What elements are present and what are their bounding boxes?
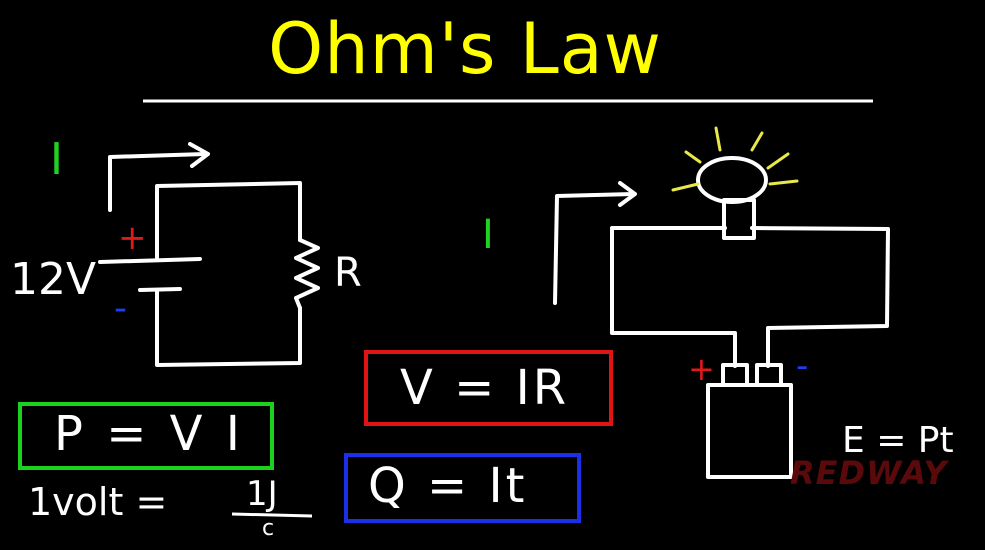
ohm-formula: V = IR [400, 360, 570, 416]
power-formula: P = V I [54, 406, 244, 462]
left-bottom-wire [155, 288, 302, 367]
volt-denominator: c [262, 516, 275, 541]
bulb-base [722, 198, 756, 240]
right-minus-sign: - [796, 346, 809, 386]
ohm-formula-box [364, 350, 613, 426]
left-circuit [98, 142, 320, 367]
battery-short-plate [138, 287, 182, 292]
battery-body [706, 383, 793, 479]
bulb-rays [671, 126, 799, 192]
left-current-label: I [50, 134, 63, 185]
right-plus-sign: + [688, 350, 715, 388]
charge-formula: Q = It [368, 458, 528, 514]
voltage-label: 12V [10, 254, 97, 305]
watermark-logo: REDWAY [790, 454, 948, 492]
power-formula-box [18, 402, 274, 470]
right-current-arrow [553, 192, 635, 305]
right-left-wire [610, 226, 737, 368]
battery-terminal-right [755, 363, 783, 387]
bulb-globe [696, 156, 768, 204]
fraction-bar [231, 512, 313, 518]
charge-formula-box [344, 453, 581, 523]
energy-formula: E = Pt [842, 420, 954, 461]
volt-definition: 1volt = [28, 480, 168, 524]
page-title: Ohm's Law [268, 8, 662, 90]
volt-numerator: 1J [246, 474, 278, 514]
right-current-arrowhead [618, 181, 637, 207]
right-current-label: I [482, 212, 494, 258]
right-circuit [553, 156, 890, 479]
left-minus-sign: - [114, 288, 127, 329]
left-top-wire [155, 181, 302, 261]
left-current-arrowhead [188, 142, 210, 168]
right-right-wire [750, 226, 890, 368]
resistor-zigzag [294, 238, 320, 310]
resistor-label: R [334, 250, 362, 296]
left-plus-sign: + [118, 218, 147, 258]
left-current-arrow [108, 152, 207, 212]
battery-long-plate [98, 257, 202, 264]
